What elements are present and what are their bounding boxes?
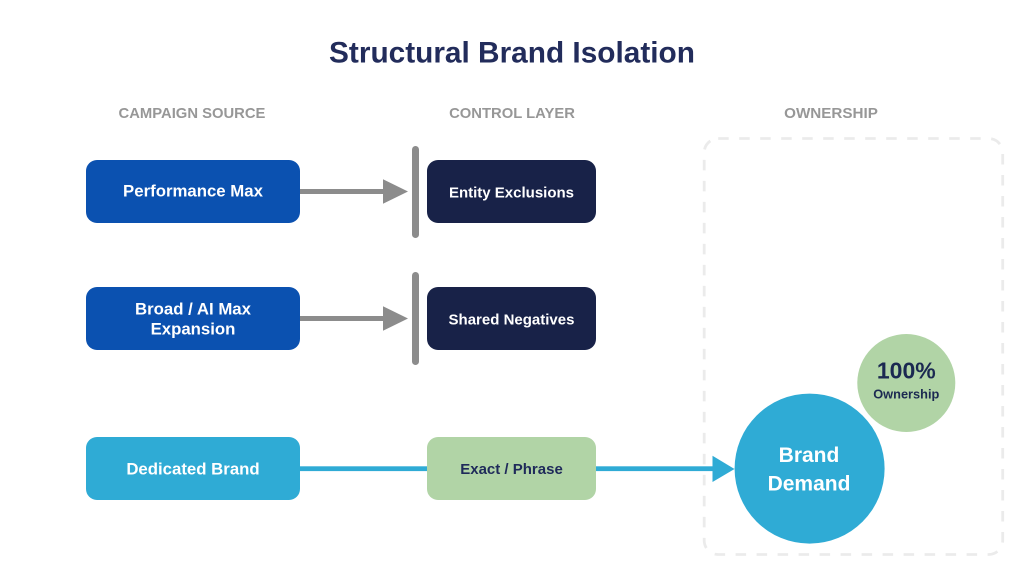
svg-text:Structural Brand Isolation: Structural Brand Isolation — [329, 37, 695, 70]
svg-text:Broad / AI Max: Broad / AI Max — [135, 300, 252, 319]
svg-text:Brand: Brand — [779, 444, 840, 467]
svg-text:OWNERSHIP: OWNERSHIP — [784, 105, 878, 122]
svg-text:CAMPAIGN SOURCE: CAMPAIGN SOURCE — [119, 106, 266, 122]
svg-text:Demand: Demand — [768, 472, 851, 495]
svg-text:100%: 100% — [877, 358, 936, 384]
svg-text:Performance Max: Performance Max — [123, 181, 264, 200]
svg-text:Shared Negatives: Shared Negatives — [449, 311, 575, 328]
svg-text:Entity Exclusions: Entity Exclusions — [449, 184, 574, 201]
svg-text:Exact / Phrase: Exact / Phrase — [460, 461, 563, 478]
svg-text:Ownership: Ownership — [873, 387, 939, 402]
svg-text:CONTROL LAYER: CONTROL LAYER — [449, 106, 575, 122]
svg-text:Expansion: Expansion — [151, 320, 236, 339]
svg-text:Dedicated Brand: Dedicated Brand — [126, 459, 259, 478]
